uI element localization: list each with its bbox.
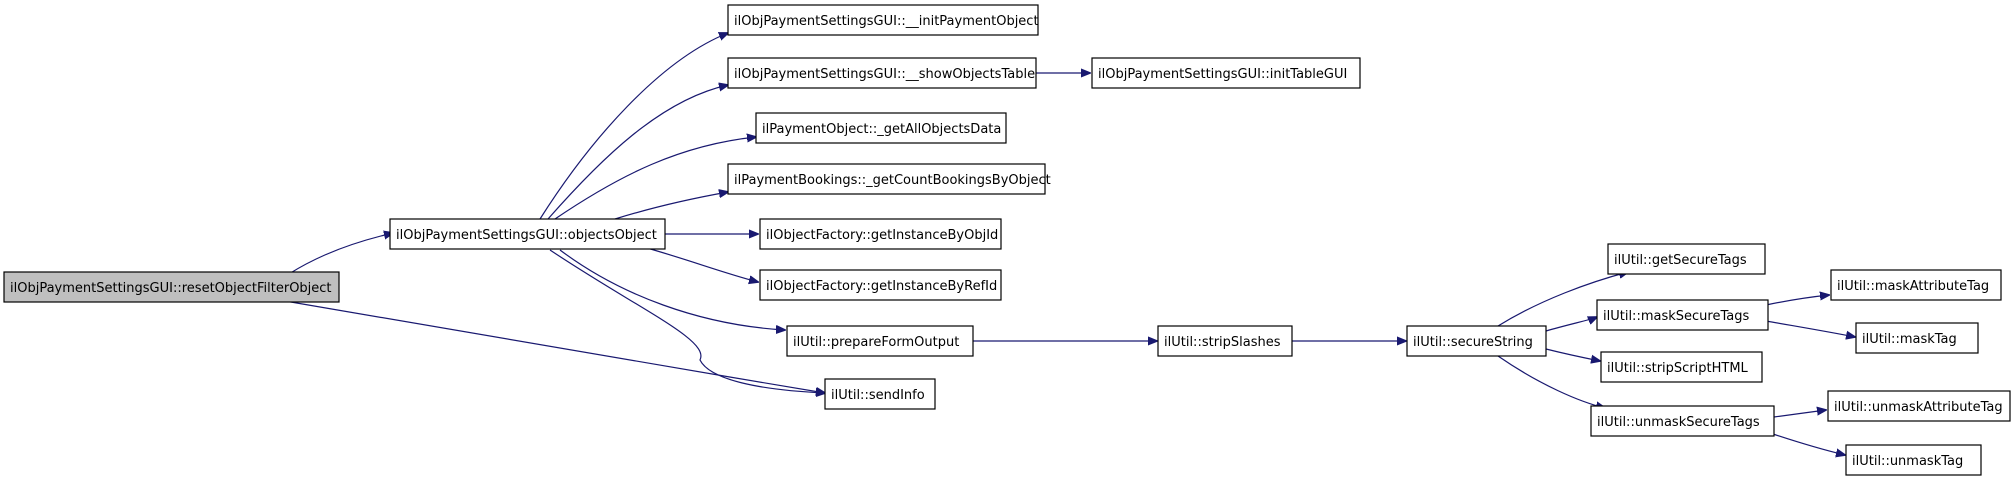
node-label: ilUtil::maskAttributeTag: [1837, 279, 1989, 294]
node-mask-secure-tags[interactable]: ilUtil::maskSecureTags: [1596, 299, 1769, 331]
node-label: ilUtil::unmaskTag: [1852, 454, 1963, 469]
node-label: ilUtil::unmaskAttributeTag: [1834, 400, 2003, 415]
edge-objects-to-getcountbookings: [614, 192, 728, 220]
node-show-objects-table[interactable]: ilObjPaymentSettingsGUI::__showObjectsTa…: [727, 57, 1037, 89]
node-label: ilUtil::maskSecureTags: [1603, 309, 1749, 324]
edge-objects-to-getallobjects: [554, 137, 756, 220]
node-get-secure-tags[interactable]: ilUtil::getSecureTags: [1607, 243, 1766, 275]
node-get-instance-by-ref-id[interactable]: ilObjectFactory::getInstanceByRefId: [759, 269, 1002, 301]
node-init-payment-object[interactable]: ilObjPaymentSettingsGUI::__initPaymentOb…: [727, 4, 1039, 36]
node-label: ilObjectFactory::getInstanceByObjId: [766, 228, 998, 243]
node-label: ilObjPaymentSettingsGUI::__initPaymentOb…: [734, 14, 1039, 29]
edge-reset-to-sendinfo: [284, 300, 825, 393]
node-get-all-objects-data[interactable]: ilPaymentObject::_getAllObjectsData: [755, 112, 1007, 144]
node-strip-script-html[interactable]: ilUtil::stripScriptHTML: [1600, 351, 1763, 383]
node-get-count-bookings[interactable]: ilPaymentBookings::_getCountBookingsByOb…: [727, 163, 1051, 195]
node-unmask-tag[interactable]: ilUtil::unmaskTag: [1845, 444, 1982, 476]
node-label: ilUtil::unmaskSecureTags: [1597, 415, 1760, 430]
node-label: ilUtil::stripScriptHTML: [1607, 361, 1749, 376]
node-objects-object[interactable]: ilObjPaymentSettingsGUI::objectsObject: [389, 218, 666, 250]
edge-securestring-to-getsecure: [1497, 272, 1628, 327]
edge-securestring-to-masksecure: [1545, 317, 1597, 332]
node-label: ilUtil::secureString: [1413, 335, 1533, 350]
node-label: ilPaymentObject::_getAllObjectsData: [762, 122, 1001, 137]
node-label: ilUtil::prepareFormOutput: [793, 335, 959, 350]
node-label: ilObjPaymentSettingsGUI::resetObjectFilt…: [10, 281, 332, 296]
node-label: ilObjectFactory::getInstanceByRefId: [766, 279, 997, 294]
node-secure-string[interactable]: ilUtil::secureString: [1406, 325, 1547, 357]
nodes: ilObjPaymentSettingsGUI::resetObjectFilt…: [3, 4, 2011, 476]
node-init-table-gui[interactable]: ilObjPaymentSettingsGUI::initTableGUI: [1091, 57, 1361, 89]
edge-unmasksecure-to-unmasktag: [1769, 432, 1845, 455]
node-send-info[interactable]: ilUtil::sendInfo: [824, 378, 936, 410]
edge-masksecure-to-masktag: [1765, 320, 1855, 337]
node-label: ilUtil::maskTag: [1862, 332, 1957, 347]
node-label: ilObjPaymentSettingsGUI::objectsObject: [396, 228, 657, 243]
node-label: ilUtil::stripSlashes: [1164, 335, 1281, 350]
edge-securestring-to-unmasksecure: [1497, 355, 1605, 408]
edge-objects-to-initpayment: [539, 33, 728, 220]
edges: [257, 33, 1855, 455]
node-reset-object-filter[interactable]: ilObjPaymentSettingsGUI::resetObjectFilt…: [3, 271, 340, 303]
edge-securestring-to-stripscript: [1545, 348, 1600, 361]
node-label: ilUtil::getSecureTags: [1614, 253, 1747, 268]
node-label: ilObjPaymentSettingsGUI::initTableGUI: [1098, 67, 1347, 82]
node-label: ilUtil::sendInfo: [831, 388, 925, 403]
edge-objects-to-sendinfo: [549, 249, 825, 393]
edge-objects-to-showobjects: [547, 85, 728, 220]
edge-objects-to-prepareform: [559, 249, 785, 330]
node-unmask-secure-tags[interactable]: ilUtil::unmaskSecureTags: [1590, 405, 1775, 437]
edge-objects-to-getinstanceref: [639, 245, 758, 282]
node-label: ilPaymentBookings::_getCountBookingsByOb…: [734, 173, 1051, 188]
edge-masksecure-to-maskattribute: [1765, 295, 1829, 306]
edge-unmasksecure-to-unmaskattribute: [1773, 410, 1826, 418]
node-mask-attribute-tag[interactable]: ilUtil::maskAttributeTag: [1830, 269, 2002, 301]
node-label: ilObjPaymentSettingsGUI::__showObjectsTa…: [734, 67, 1035, 82]
node-unmask-attribute-tag[interactable]: ilUtil::unmaskAttributeTag: [1827, 390, 2011, 422]
node-mask-tag[interactable]: ilUtil::maskTag: [1855, 322, 1979, 354]
node-strip-slashes[interactable]: ilUtil::stripSlashes: [1157, 325, 1293, 357]
node-get-instance-by-obj-id[interactable]: ilObjectFactory::getInstanceByObjId: [759, 218, 1002, 250]
node-prepare-form-output[interactable]: ilUtil::prepareFormOutput: [786, 325, 974, 357]
